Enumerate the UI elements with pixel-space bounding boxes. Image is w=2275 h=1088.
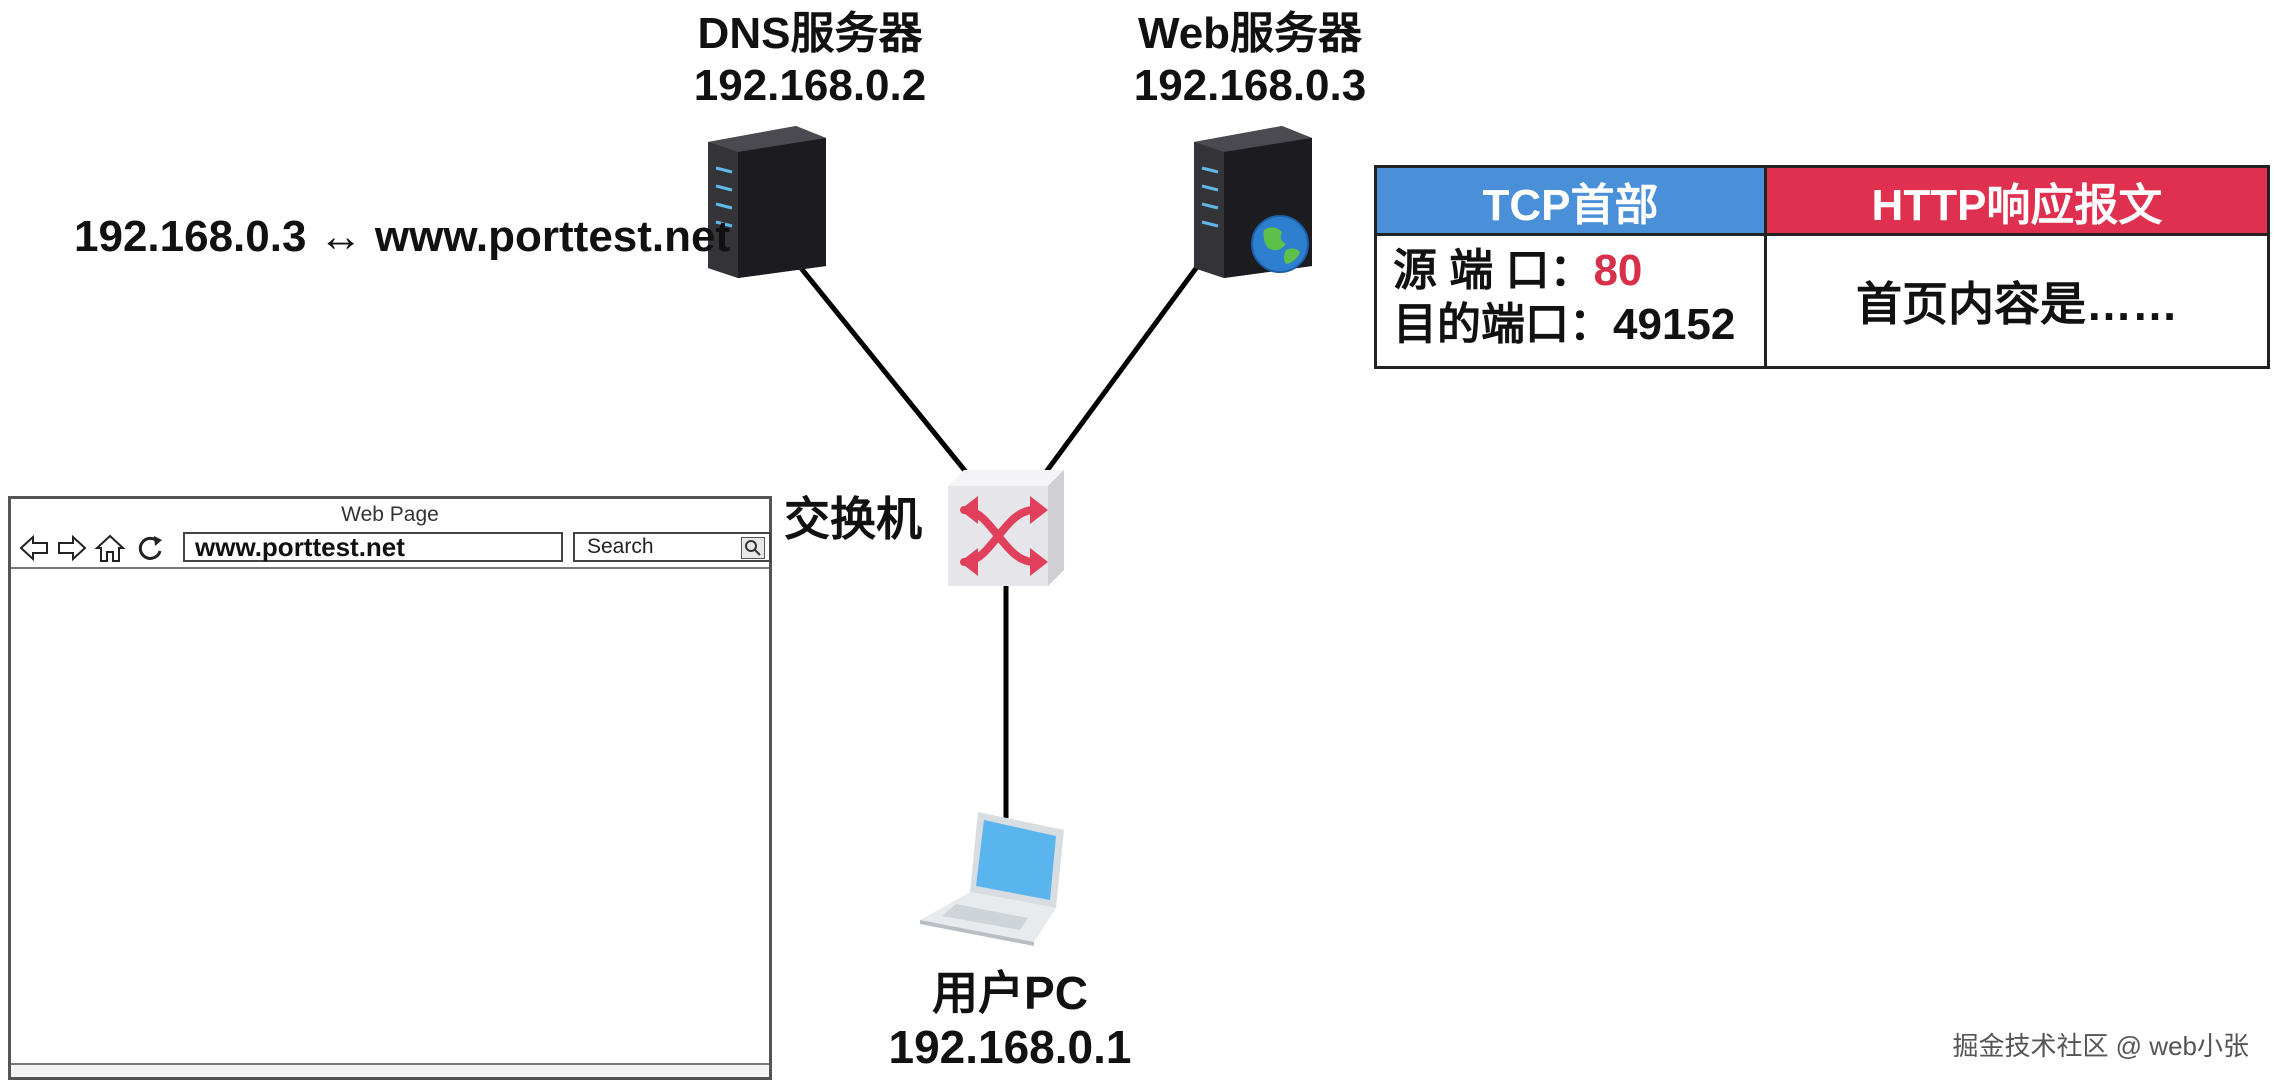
home-icon[interactable] xyxy=(93,531,127,565)
search-placeholder: Search xyxy=(587,535,654,558)
browser-status-bar xyxy=(11,1063,769,1077)
watermark: 掘金技术社区 @ web小张 xyxy=(1952,1031,2249,1061)
browser-content-area[interactable] xyxy=(11,569,769,1063)
dns-server-label: DNS服务器 192.168.0.2 xyxy=(600,8,1020,112)
src-port-row: 源 端 口：80 xyxy=(1393,244,1764,298)
forward-arrow-icon[interactable] xyxy=(55,531,89,565)
web-server-name: Web服务器 xyxy=(1137,9,1363,58)
browser-toolbar: www.porttest.net Search xyxy=(11,529,771,569)
search-icon[interactable] xyxy=(741,537,765,559)
refresh-icon[interactable] xyxy=(133,531,167,565)
address-bar[interactable]: www.porttest.net xyxy=(183,532,563,562)
switch-label: 交换机 xyxy=(784,493,922,545)
tcp-header-fields: 源 端 口：80 目的端口：49152 xyxy=(1377,236,1767,366)
browser-title: Web Page xyxy=(341,503,439,526)
link-web-switch xyxy=(1043,250,1211,474)
search-input[interactable]: Search xyxy=(573,532,771,562)
link-dns-switch xyxy=(786,250,968,474)
src-port-label: 源 端 口： xyxy=(1393,246,1594,295)
tcp-header-title: TCP首部 xyxy=(1377,168,1767,236)
dns-mapping-record: 192.168.0.3 ↔ www.porttest.net xyxy=(74,212,731,261)
user-pc-label: 用户PC 192.168.0.1 xyxy=(820,966,1200,1075)
browser-window: Web Page www.porttest.net Search xyxy=(8,496,772,1080)
dns-server-icon xyxy=(708,126,826,278)
packet-structure: TCP首部 HTTP响应报文 源 端 口：80 目的端口：49152 首页内容是… xyxy=(1374,165,2270,369)
dst-port-row: 目的端口：49152 xyxy=(1393,298,1764,352)
web-server-ip: 192.168.0.3 xyxy=(1133,60,1367,110)
user-pc-ip: 192.168.0.1 xyxy=(888,1021,1132,1074)
web-server-label: Web服务器 192.168.0.3 xyxy=(1040,8,1460,112)
dst-port-label: 目的端口： xyxy=(1393,299,1613,349)
user-pc-name: 用户PC xyxy=(932,967,1088,1019)
dns-server-name: DNS服务器 xyxy=(697,9,923,58)
src-port-value: 80 xyxy=(1593,246,1643,295)
switch-icon xyxy=(948,470,1064,586)
http-response-content: 首页内容是…… xyxy=(1856,278,2178,330)
globe-icon xyxy=(1251,215,1309,273)
dst-port-value: 49152 xyxy=(1613,299,1736,349)
laptop-icon xyxy=(920,812,1064,946)
http-response-title: HTTP响应报文 xyxy=(1767,168,2267,236)
web-server-icon xyxy=(1194,126,1312,278)
dns-server-ip: 192.168.0.2 xyxy=(693,60,927,110)
back-arrow-icon[interactable] xyxy=(17,531,51,565)
